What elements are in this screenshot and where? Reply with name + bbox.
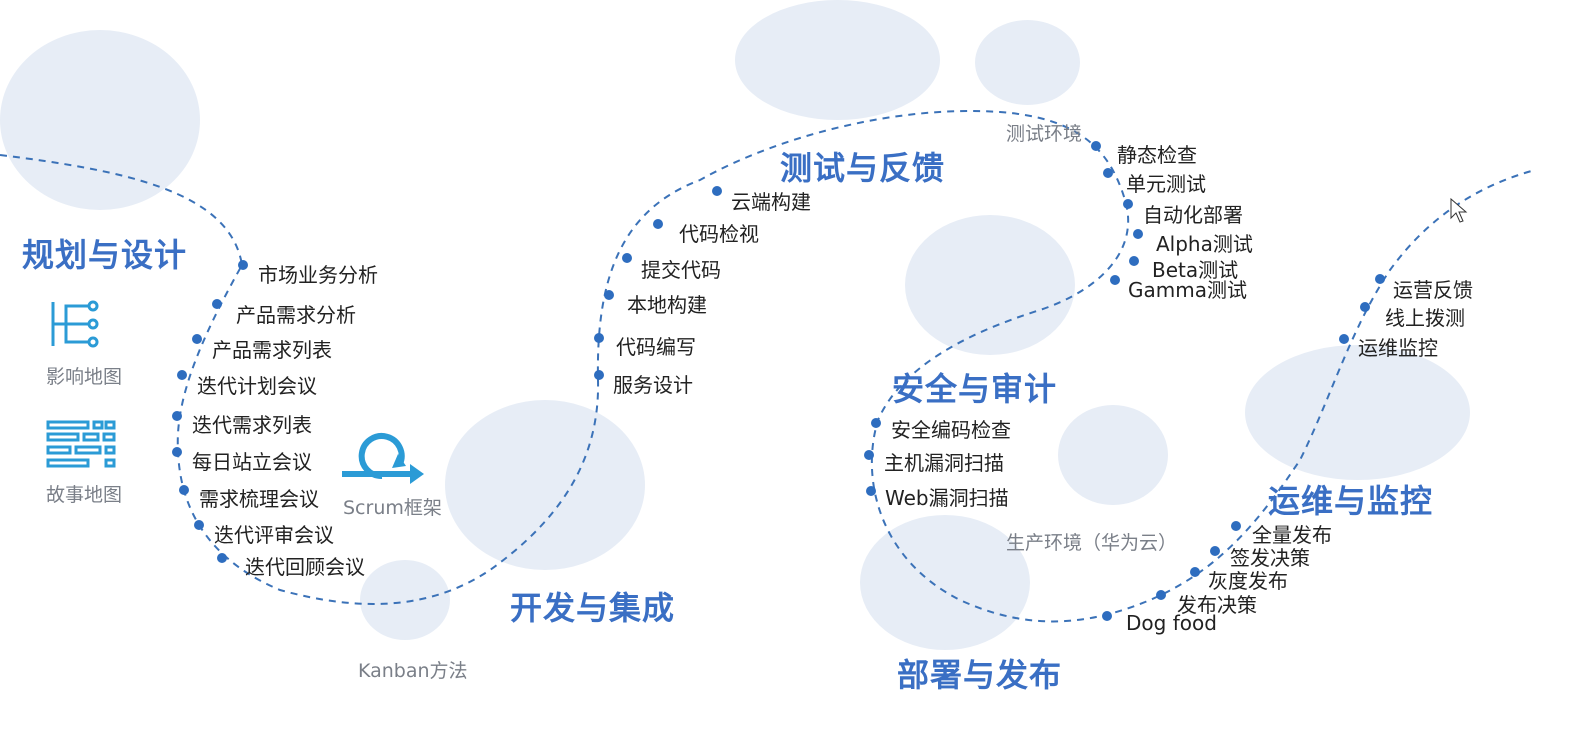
dev-item-dot: [594, 370, 604, 380]
dev-item: 服务设计: [613, 373, 693, 397]
mobile-app-illustration: [1058, 405, 1168, 505]
plan-item: 迭代需求列表: [192, 413, 312, 437]
security-item-dot: [866, 486, 876, 496]
test-item-dot: [1103, 168, 1113, 178]
test-item: Gamma测试: [1128, 278, 1247, 302]
test-item-dot: [1091, 141, 1101, 151]
phase-title-security: 安全与审计: [892, 370, 1058, 408]
scrum-cycle-icon: [342, 433, 424, 484]
plan-item: 迭代回顾会议: [245, 555, 365, 579]
dev-item-dot: [653, 219, 663, 229]
story-map-label: 故事地图: [46, 484, 123, 506]
security-item: 主机漏洞扫描: [884, 451, 1004, 475]
plan-item-dot: [172, 447, 182, 457]
plan-item-dot: [194, 520, 204, 530]
plan-item-dot: [238, 260, 248, 270]
deploy-item: 发布决策: [1177, 593, 1257, 617]
ops-item-dot: [1375, 274, 1385, 284]
dev-item-dot: [712, 186, 722, 196]
developer-illustration: [445, 400, 645, 570]
prod-env-label: 生产环境（华为云）: [1006, 532, 1178, 554]
release-illustration: [860, 515, 1030, 650]
plan-item: 市场业务分析: [258, 263, 378, 287]
meeting-illustration: [735, 0, 940, 120]
dev-item: 本地构建: [627, 293, 707, 317]
plan-item-dot: [212, 299, 222, 309]
dev-item: 提交代码: [641, 258, 721, 282]
dev-item: 云端构建: [731, 190, 811, 214]
dev-item: 代码检视: [679, 222, 759, 246]
dev-item-dot: [604, 290, 614, 300]
plan-item: 产品需求列表: [212, 338, 332, 362]
test-item: 自动化部署: [1143, 203, 1243, 227]
deploy-item-dot: [1102, 611, 1112, 621]
deploy-item: 灰度发布: [1208, 569, 1288, 593]
test-env-illustration: [975, 20, 1080, 105]
phase-title-plan: 规划与设计: [22, 236, 188, 274]
phase-title-deploy: 部署与发布: [897, 656, 1063, 694]
kanban-label: Kanban方法: [358, 660, 468, 682]
ops-item-dot: [1360, 302, 1370, 312]
plan-item-dot: [179, 485, 189, 495]
deploy-item-dot: [1190, 567, 1200, 577]
plan-item: 迭代评审会议: [214, 523, 334, 547]
deploy-item: 全量发布: [1252, 523, 1332, 547]
plan-item: 产品需求分析: [236, 303, 356, 327]
ops-item: 线上拨测: [1385, 306, 1465, 330]
test-item-dot: [1123, 199, 1133, 209]
security-item-dot: [871, 418, 881, 428]
test-item: 单元测试: [1126, 172, 1206, 196]
deploy-item-dot: [1231, 521, 1241, 531]
plan-item-dot: [172, 411, 182, 421]
test-env-label: 测试环境: [1006, 123, 1083, 145]
test-item-dot: [1133, 229, 1143, 239]
test-item: Beta测试: [1152, 258, 1239, 282]
dev-item-dot: [594, 333, 604, 343]
kanban-illustration: [360, 560, 450, 640]
phase-title-ops: 运维与监控: [1268, 482, 1434, 520]
dev-item-dot: [622, 253, 632, 263]
security-item: Web漏洞扫描: [885, 486, 1009, 510]
ops-item: 运维监控: [1358, 336, 1438, 360]
phase-title-test: 测试与反馈: [780, 149, 946, 187]
scrum-label: Scrum框架: [343, 497, 442, 519]
deploy-item: Dog food: [1126, 611, 1217, 635]
test-item: Alpha测试: [1156, 232, 1253, 256]
ops-item-dot: [1339, 334, 1349, 344]
plan-item: 需求梳理会议: [199, 487, 319, 511]
planning-illustration: [0, 30, 200, 210]
security-illustration: [905, 215, 1075, 355]
test-item-dot: [1129, 256, 1139, 266]
test-item: 静态检查: [1117, 143, 1197, 167]
plan-item: 每日站立会议: [192, 450, 312, 474]
ops-item: 运营反馈: [1393, 278, 1473, 302]
plan-item: 迭代计划会议: [197, 374, 317, 398]
deploy-item: 签发决策: [1230, 546, 1310, 570]
security-item-dot: [864, 450, 874, 460]
impact-map-icon: [51, 300, 99, 348]
story-map-icon: [46, 420, 116, 468]
plan-item-dot: [217, 553, 227, 563]
plan-item-dot: [192, 334, 202, 344]
plan-item-dot: [177, 370, 187, 380]
mouse-cursor-icon: [1450, 198, 1468, 223]
phase-title-dev: 开发与集成: [510, 589, 676, 627]
dev-item: 代码编写: [616, 335, 696, 359]
impact-map-label: 影响地图: [46, 366, 123, 388]
test-item-dot: [1110, 275, 1120, 285]
deploy-item-dot: [1156, 590, 1166, 600]
deploy-item-dot: [1210, 546, 1220, 556]
monitoring-illustration: [1245, 345, 1470, 480]
security-item: 安全编码检查: [891, 418, 1011, 442]
